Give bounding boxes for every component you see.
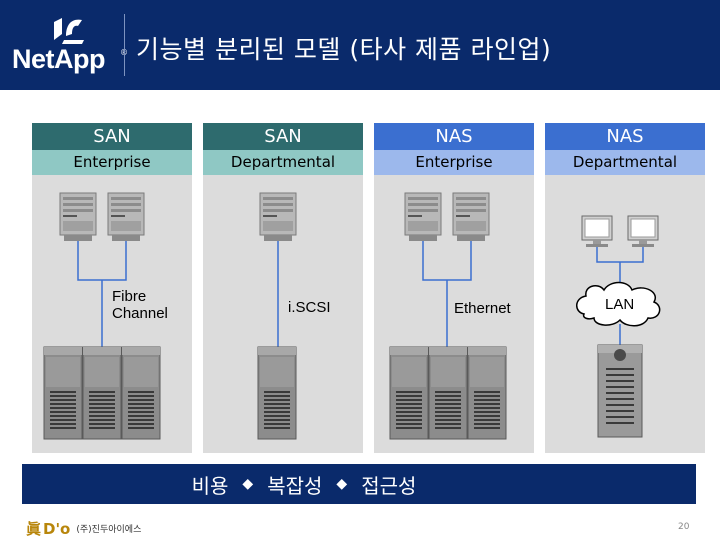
column-sub-label: Enterprise	[374, 150, 534, 175]
fibre-channel-label: Fibre Channel	[112, 288, 168, 322]
column-type-label: SAN	[203, 123, 363, 150]
logo-do: D'o	[43, 519, 71, 538]
complexity-label: 복잡성	[267, 473, 323, 498]
page-title: 기능별 분리된 모델 (타사 제품 라인업)	[136, 35, 552, 64]
column-type-label: NAS	[545, 123, 705, 150]
column-sub-label: Enterprise	[32, 150, 192, 175]
company-name: (주)진두아이에스	[76, 525, 142, 535]
column-type-label: SAN	[32, 123, 192, 150]
header-divider	[124, 14, 125, 76]
cost-label: 비용	[191, 473, 229, 498]
column-sub-label: Departmental	[203, 150, 363, 175]
column-nas-enterprise: NAS Enterprise	[374, 123, 534, 453]
netapp-logo: NetApp ®	[12, 14, 130, 78]
logo-jin: 眞	[26, 520, 42, 538]
diamond-separator-icon: ◆	[336, 476, 348, 492]
logo-wordmark: NetApp	[12, 44, 106, 74]
column-type-label: NAS	[374, 123, 534, 150]
fibre-label-line2: Channel	[112, 305, 168, 322]
fibre-label-line1: Fibre	[112, 288, 147, 305]
iscsi-label: i.SCSI	[288, 299, 331, 316]
column-san-departmental: SAN Departmental	[203, 123, 363, 453]
slide-header: NetApp ® 기능별 분리된 모델 (타사 제품 라인업)	[0, 0, 720, 90]
ethernet-label: Ethernet	[454, 300, 511, 317]
netapp-mark-icon	[54, 18, 84, 44]
lan-label: LAN	[605, 296, 635, 313]
column-sub-label: Departmental	[545, 150, 705, 175]
company-logo: 眞 D'o (주)진두아이에스	[26, 518, 141, 539]
page-number: 20	[678, 522, 690, 532]
accessibility-label: 접근성	[361, 473, 417, 498]
diamond-separator-icon: ◆	[242, 476, 254, 492]
summary-bar: 비용 ◆ 복잡성 ◆ 접근성	[22, 464, 696, 504]
column-nas-departmental: NAS Departmental	[545, 123, 705, 453]
